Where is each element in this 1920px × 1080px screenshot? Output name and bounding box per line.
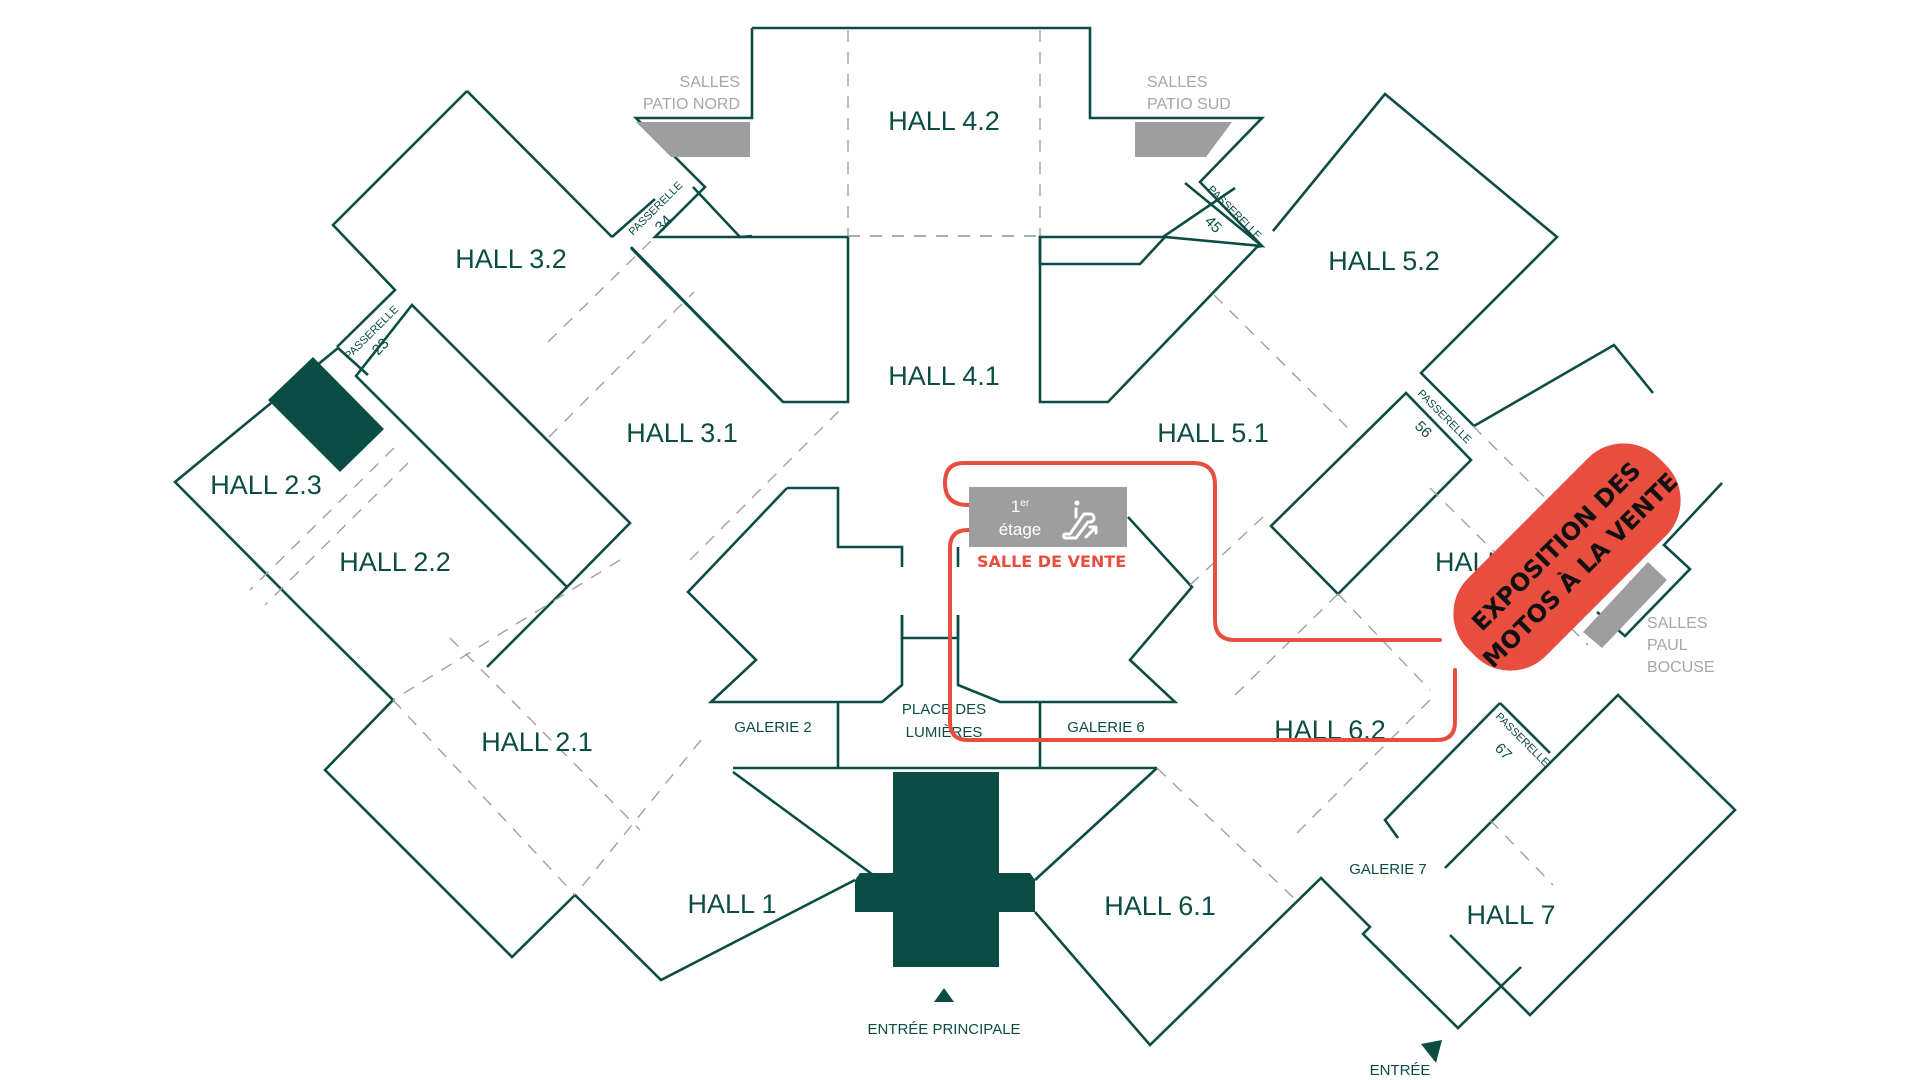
label-entree-hall-7: ENTRÉE — [1370, 1062, 1431, 1079]
hall-3-1-block[interactable] — [354, 236, 841, 589]
label-hall-2-1: HALL 2.1 — [481, 727, 593, 757]
salles-paul-bocuse[interactable]: SALLES PAUL BOCUSE — [1583, 562, 1715, 676]
label-salle-de-vente: SALLE DE VENTE — [977, 552, 1126, 571]
label-hall-7: HALL 7 — [1466, 900, 1555, 930]
hall-1-block[interactable] — [574, 770, 881, 982]
label-galerie-7: GALERIE 7 — [1349, 861, 1427, 878]
hall-2-3-block[interactable] — [173, 346, 409, 610]
svg-text:67: 67 — [1491, 740, 1515, 764]
hall-5-2-block[interactable] — [1184, 92, 1559, 431]
entrance-hall-7-arrow-icon — [1421, 1040, 1442, 1063]
label-galerie-6: GALERIE 6 — [1067, 719, 1145, 736]
passerelle-67: PASSERELLE 67 — [1491, 711, 1551, 770]
central-building[interactable] — [686, 486, 1194, 770]
label-place-des-lumieres-1: PLACE DES — [902, 701, 986, 718]
escalator-up-icon — [1062, 500, 1098, 540]
hall-7-block[interactable] — [1295, 693, 1737, 1017]
salles-patio-sud[interactable]: SALLES PATIO SUD — [1135, 74, 1232, 157]
passerelle-45: PASSERELLE 45 — [1201, 184, 1263, 243]
entrance-arrow-icon — [934, 988, 954, 1002]
hall-6-1-block[interactable] — [1034, 767, 1522, 1047]
floor-word: étage — [999, 520, 1042, 539]
salles-patio-nord[interactable]: SALLES PATIO NORD — [636, 74, 750, 157]
patio-nord-line1: SALLES — [680, 74, 740, 91]
hall-2-3-dark-room — [268, 357, 384, 472]
hall-3-2-block[interactable] — [331, 90, 784, 403]
hall-2-1-block[interactable] — [300, 559, 702, 959]
paul-bocuse-line3: BOCUSE — [1647, 659, 1715, 676]
label-hall-5-2: HALL 5.2 — [1328, 246, 1440, 276]
label-hall-2-2: HALL 2.2 — [339, 547, 451, 577]
paul-bocuse-line2: PAUL — [1647, 637, 1688, 654]
label-hall-6-1: HALL 6.1 — [1104, 891, 1216, 921]
floor-number: 1er — [1011, 497, 1030, 516]
label-hall-4-1: HALL 4.1 — [888, 361, 1000, 391]
passerelle-34: PASSERELLE 34 — [627, 180, 686, 239]
patio-sud-line1: SALLES — [1147, 74, 1207, 91]
svg-text:56: 56 — [1411, 418, 1435, 442]
label-hall-1: HALL 1 — [687, 889, 776, 919]
escalator-first-floor[interactable]: 1er étage — [969, 487, 1127, 547]
label-hall-2-3: HALL 2.3 — [210, 470, 322, 500]
svg-text:45: 45 — [1201, 213, 1225, 237]
paul-bocuse-line1: SALLES — [1647, 615, 1707, 632]
label-hall-3-1: HALL 3.1 — [626, 418, 738, 448]
label-hall-4-2: HALL 4.2 — [888, 106, 1000, 136]
patio-nord-line2: PATIO NORD — [643, 96, 740, 113]
svg-text:PASSERELLE: PASSERELLE — [627, 180, 686, 239]
main-entrance-hall[interactable] — [855, 772, 1035, 1002]
label-galerie-2: GALERIE 2 — [734, 719, 812, 736]
patio-sud-line2: PATIO SUD — [1147, 96, 1231, 113]
label-entree-principale: ENTRÉE PRINCIPALE — [867, 1021, 1020, 1038]
label-place-des-lumieres-2: LUMIÈRES — [906, 724, 983, 741]
label-hall-3-2: HALL 3.2 — [455, 244, 567, 274]
label-hall-5-1: HALL 5.1 — [1157, 418, 1269, 448]
